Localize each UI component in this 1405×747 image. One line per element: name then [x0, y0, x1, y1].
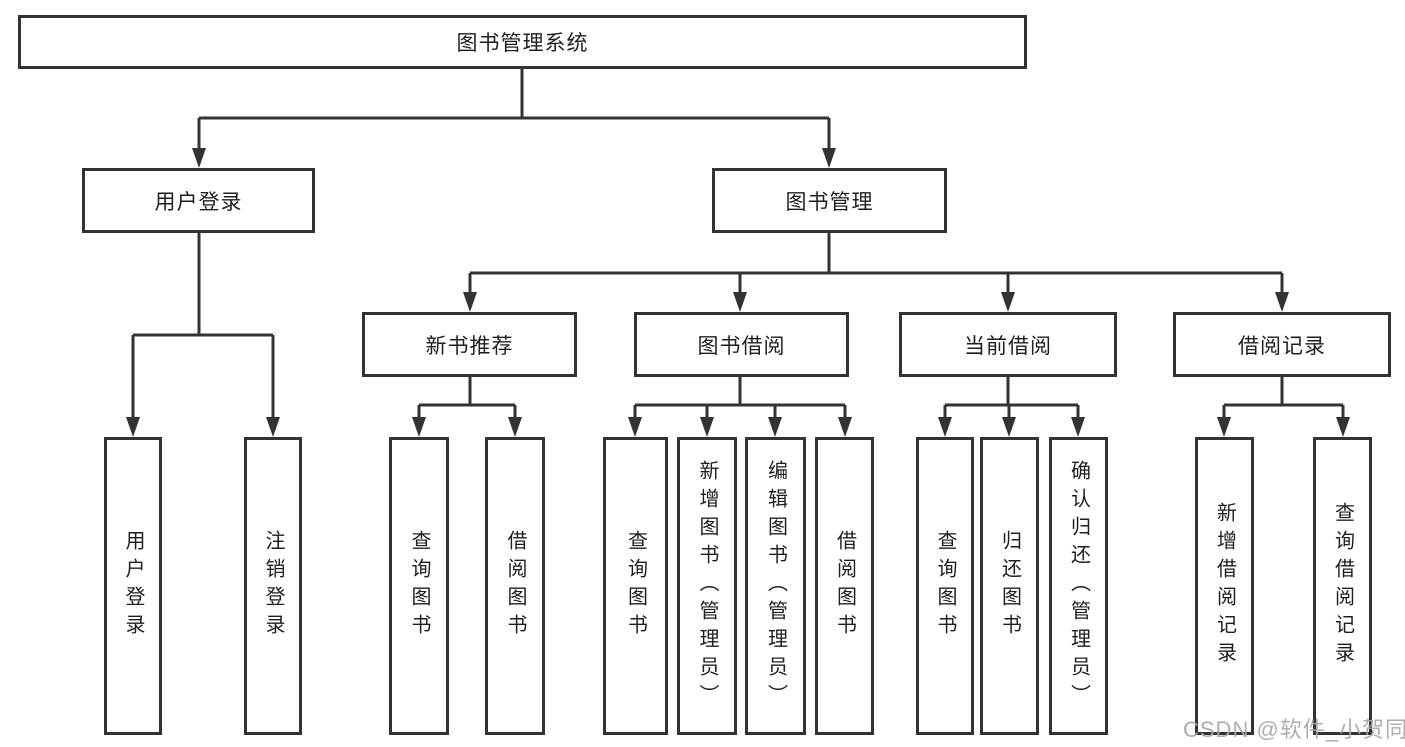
node-root: 图书管理系统 — [18, 15, 1027, 69]
node-leaf-br-query-record: 查询借阅记录 — [1313, 437, 1372, 735]
node-leaf-cb-query-book: 查询图书 — [916, 437, 974, 735]
node-leaf-cb-confirm-return-admin: 确认归还（管理员） — [1049, 437, 1108, 735]
node-borrow-records: 借阅记录 — [1173, 312, 1391, 377]
csdn-watermark: CSDN @软件_小贺同学 — [1183, 717, 1405, 742]
node-leaf-bb-add-book-admin: 新增图书（管理员） — [677, 437, 737, 735]
node-user-login: 用户登录 — [82, 168, 315, 233]
node-leaf-logout: 注销登录 — [244, 437, 302, 735]
node-book-borrow: 图书借阅 — [634, 312, 849, 377]
node-leaf-br-add-record: 新增借阅记录 — [1195, 437, 1254, 735]
node-leaf-cb-return-book: 归还图书 — [980, 437, 1039, 735]
node-leaf-nb-query-book: 查询图书 — [389, 437, 449, 735]
node-leaf-nb-borrow-book: 借阅图书 — [485, 437, 545, 735]
node-leaf-user-login: 用户登录 — [104, 437, 162, 735]
node-leaf-bb-query-book: 查询图书 — [603, 437, 668, 735]
node-leaf-bb-borrow-book: 借阅图书 — [815, 437, 874, 735]
node-current-borrow: 当前借阅 — [899, 312, 1117, 377]
node-book-management: 图书管理 — [712, 168, 947, 233]
node-new-book-recommend: 新书推荐 — [362, 312, 577, 377]
node-leaf-bb-edit-book-admin: 编辑图书（管理员） — [745, 437, 806, 735]
